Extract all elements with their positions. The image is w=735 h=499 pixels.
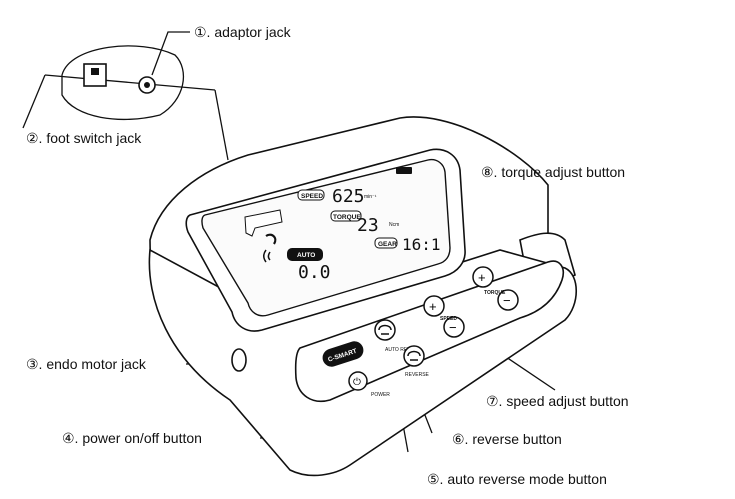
speed-minus-symbol: − [449,320,457,335]
reverse-button[interactable] [403,345,425,367]
gear-tag-box [374,237,398,249]
rear-jacks-inset [44,45,216,121]
auto-tag: AUTO [297,252,315,259]
speed-tag: SPEED [301,193,323,200]
leader-foot-switch-jack [22,74,46,129]
callout-reverse: ⑥. reverse button [452,431,562,447]
callout-labels: ①. adaptor jack ②. foot switch jack ⑧. t… [26,24,629,487]
power-button[interactable]: ⏻ [348,371,368,391]
torque-value: 23 [357,215,379,236]
auto-rev-label: AUTO REV [385,347,411,353]
callout-power-button: ④. power on/off button [62,430,202,446]
reverse-label: REVERSE [405,372,430,378]
brand-button[interactable] [320,339,366,369]
torque-tag: TORQUE [333,214,361,221]
torque-tag-box [330,210,362,222]
torque-label: TORQUE [484,290,506,296]
leader-adaptor-jack [151,31,190,76]
battery-indicator [396,167,412,174]
gear-value: 16:1 [402,235,441,254]
control-buttons: C-SMART ⏻ POWER AUTO REV REVERSE + − SPE… [320,266,519,398]
torque-minus-button[interactable]: − [497,289,519,311]
callout-torque-adjust: ⑧. torque adjust button [481,164,625,180]
auto-reverse-icon [378,324,392,335]
endo-motor-jack-icon [231,348,247,372]
inset-cable-line [44,74,216,91]
auto-reverse-button[interactable] [374,319,396,341]
rotation-arrow-icon [265,233,277,245]
torque-unit: Ncm [389,222,399,228]
callout-auto-reverse: ⑤. auto reverse mode button [427,471,607,487]
speed-tag-box [297,189,325,201]
speed-value: 625 [332,186,365,207]
sound-icon [263,249,271,263]
auto-tag-box [287,248,323,261]
lcd-content: SPEED 625 min⁻¹ TORQUE 23 Ncm GEAR 16:1 … [244,167,441,283]
foot-switch-jack-slot [91,68,99,75]
speed-unit: min⁻¹ [364,194,377,200]
callout-foot-switch-jack: ②. foot switch jack [26,130,142,146]
power-label: POWER [371,392,390,398]
lcd-window [201,158,451,317]
auto-value: 0.0 [298,262,331,283]
gear-tag: GEAR [378,241,397,248]
callout-adaptor-jack: ①. adaptor jack [194,24,292,40]
power-symbol: ⏻ [353,377,361,388]
speed-plus-button[interactable]: + [423,295,445,317]
leader-inset-to-device [214,89,229,161]
control-panel [294,260,564,402]
inset-outline [61,45,184,121]
callout-speed-adjust: ⑦. speed adjust button [486,393,629,409]
handpiece-icon [244,209,283,237]
speed-plus-symbol: + [429,299,437,314]
speed-minus-button[interactable]: − [443,316,465,338]
adaptor-jack-pin [144,82,150,88]
speed-label: SPEED [440,316,457,322]
torque-plus-symbol: + [478,270,486,285]
reverse-icon [407,350,421,361]
callout-endo-motor-jack: ③. endo motor jack [26,356,147,372]
torque-plus-button[interactable]: + [472,266,494,288]
torque-minus-symbol: − [503,293,511,308]
device-body [148,116,577,477]
